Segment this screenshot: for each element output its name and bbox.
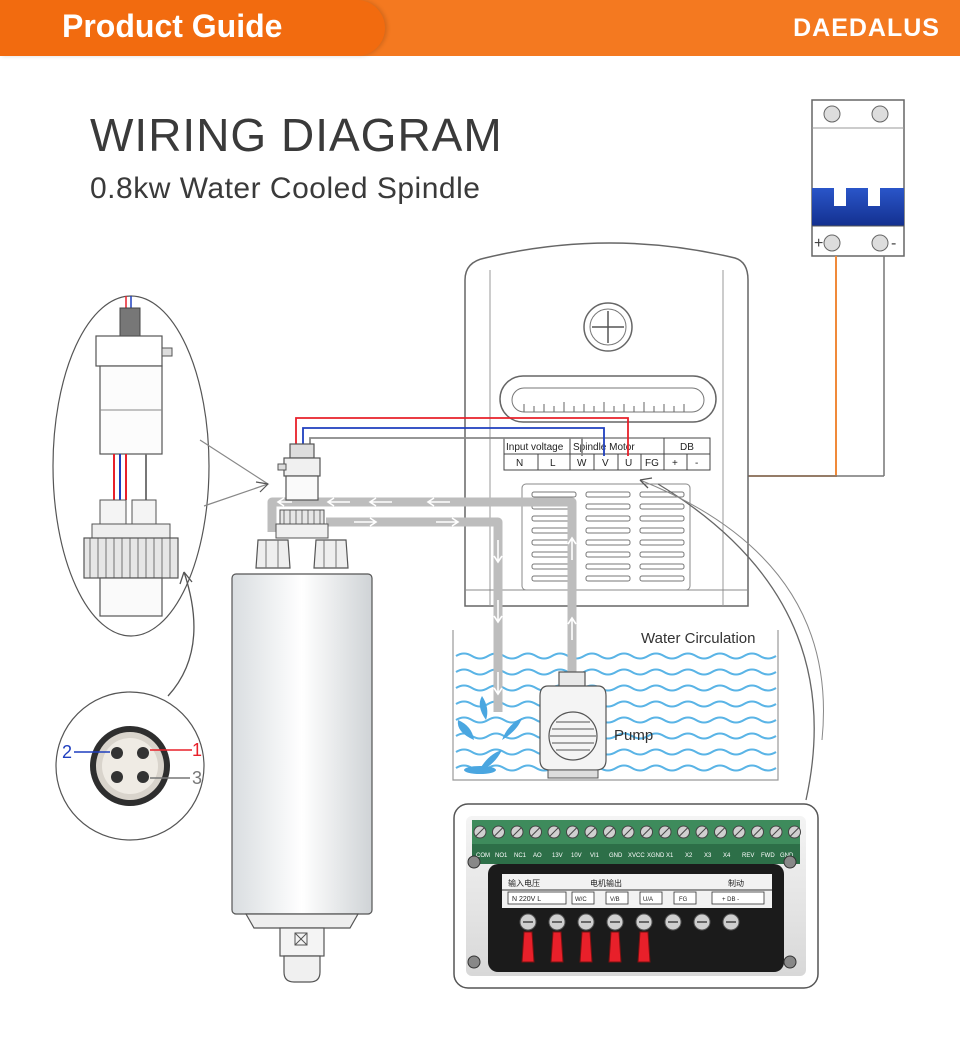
vfd-terminal-u: U: [625, 458, 632, 469]
breaker-screw-2: [871, 105, 889, 123]
photo-top-label: X3: [704, 853, 712, 859]
hose-return: [267, 497, 577, 672]
connector-pinout: 1 2 3: [55, 691, 205, 841]
breaker-terminal-plus: [823, 234, 841, 252]
pin-1-label: 1: [192, 740, 202, 760]
brand-name: DAEDALUS: [793, 14, 940, 42]
photo-top-label: COM: [476, 853, 490, 859]
photo-term-w: W/C: [575, 897, 587, 903]
photo-top-label: X4: [723, 853, 731, 859]
photo-top-label: AO: [533, 853, 542, 859]
spindle-motor: [231, 443, 373, 983]
circuit-breaker: + -: [811, 99, 905, 257]
ring-terminal-wire: [521, 931, 535, 963]
photo-top-label: VI1: [590, 853, 600, 859]
photo-top-label: X2: [685, 853, 693, 859]
vfd-terminal-n: N: [516, 458, 523, 469]
water-tank: Water Circulation: [452, 630, 779, 781]
photo-top-label: FWD: [761, 853, 775, 859]
water-hoses: [267, 497, 577, 712]
vfd-controller: Input voltage Spindle Motor DB N L W V U…: [464, 242, 749, 607]
vfd-terminal-table: Input voltage Spindle Motor DB N L W V U…: [503, 437, 711, 471]
breaker-body: [811, 99, 905, 257]
photo-top-label: NO1: [495, 853, 508, 859]
ring-terminal-wire: [637, 931, 651, 963]
vfd-terminal-fg: FG: [645, 458, 659, 469]
spindle-nozzle-left: [255, 539, 291, 569]
hose-outlet: [326, 517, 503, 712]
breaker-screw-1: [823, 105, 841, 123]
vfd-terminal-l: L: [550, 458, 556, 469]
photo-group-motor: 电机输出: [590, 878, 622, 888]
photo-group-db: 制动: [728, 878, 744, 888]
photo-top-label: GND: [780, 853, 794, 859]
water-circulation-label: Water Circulation: [641, 630, 755, 647]
breaker-terminal-minus: [871, 234, 889, 252]
spindle-body: [231, 573, 373, 915]
spindle-collet: [283, 955, 321, 983]
pin-3-label: 3: [192, 768, 202, 788]
water-splash: [457, 696, 522, 774]
photo-voltage: N 220V L: [512, 896, 541, 903]
vfd-group-input: Input voltage: [506, 442, 564, 453]
photo-term-u: U/A: [643, 897, 653, 903]
spindle-nozzle-right: [313, 539, 349, 569]
breaker-minus-label: -: [891, 235, 896, 252]
header-banner: Product Guide DAEDALUS: [0, 0, 960, 56]
photo-top-label: XGND: [647, 853, 665, 859]
vfd-terminal-minus: -: [695, 458, 698, 469]
page-title: WIRING DIAGRAM: [90, 109, 503, 161]
photo-top-label: X1: [666, 853, 674, 859]
vfd-terminal-v: V: [602, 458, 609, 469]
ring-terminal-wire: [608, 931, 622, 963]
photo-top-label: 10V: [571, 853, 582, 859]
vfd-terminal-plus: +: [672, 458, 678, 469]
pump-label: Pump: [614, 727, 653, 744]
header-title: Product Guide: [62, 8, 283, 44]
photo-group-input: 输入电压: [508, 878, 540, 888]
photo-top-label: XVCC: [628, 853, 645, 859]
pump: Pump: [539, 671, 653, 779]
photo-term-fg: FG: [679, 897, 688, 903]
connector-zoom: [52, 295, 270, 697]
ring-terminal-wire: [579, 931, 593, 963]
water-waves: [455, 652, 777, 772]
photo-term-db: + DB -: [722, 897, 739, 903]
wire-blue: [302, 427, 605, 456]
flow-arrows: [276, 497, 577, 696]
photo-top-label: NC1: [514, 853, 527, 859]
vfd-group-db: DB: [680, 442, 694, 453]
pin-2-label: 2: [62, 742, 72, 762]
ring-terminal-wire: [550, 931, 564, 963]
wire-gray: [309, 437, 583, 456]
photo-top-label: GND: [609, 853, 623, 859]
photo-top-label: 13V: [552, 853, 563, 859]
wire-red: [295, 417, 629, 456]
breaker-switch: [812, 188, 904, 226]
breaker-plus-label: +: [814, 235, 823, 252]
header-tab: [0, 0, 385, 56]
photo-term-v: V/B: [610, 897, 620, 903]
page-subtitle: 0.8kw Water Cooled Spindle: [90, 172, 481, 205]
vfd-terminal-w: W: [577, 458, 587, 469]
photo-top-label: REV: [742, 853, 754, 859]
